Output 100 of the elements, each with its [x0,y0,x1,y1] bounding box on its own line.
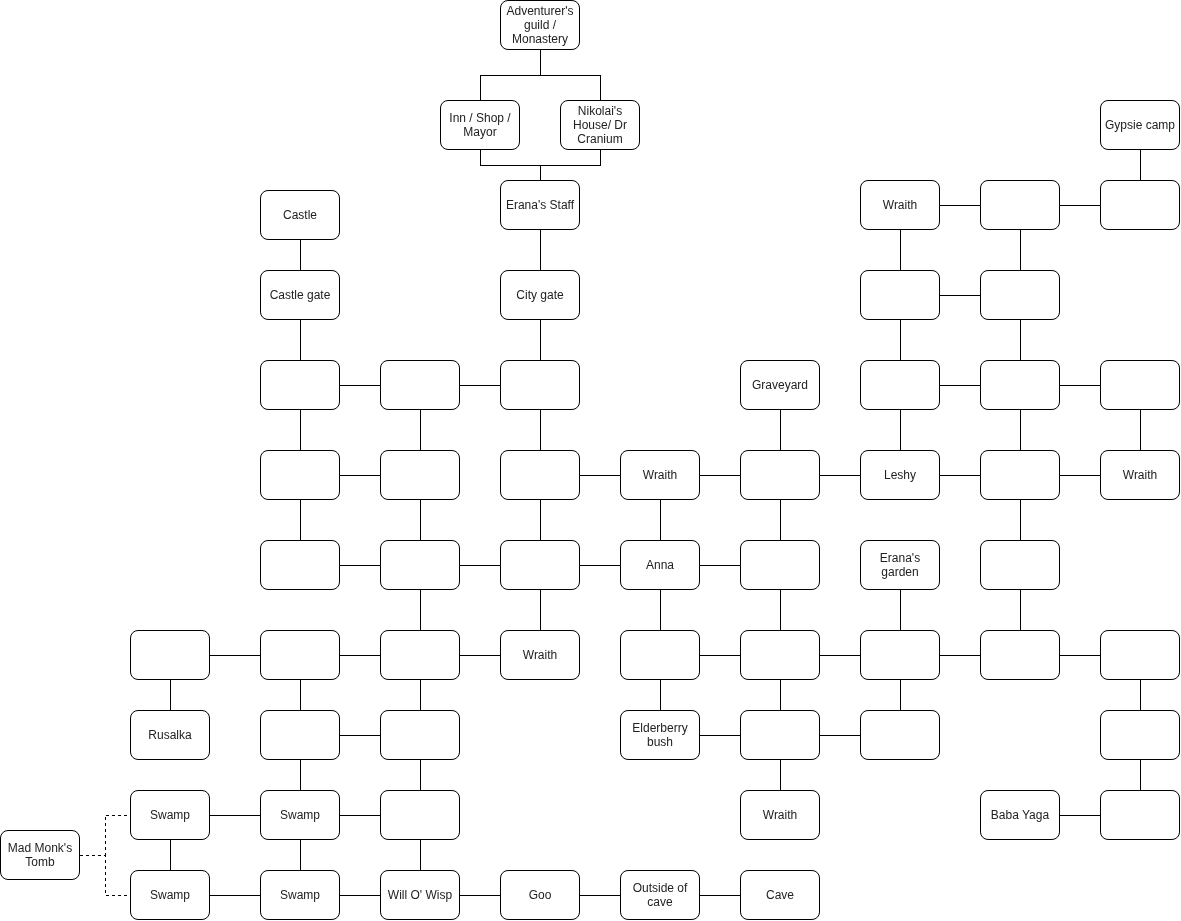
connector-line [699,734,741,736]
connector-line [209,814,261,816]
room-box [130,870,210,920]
room-box [740,630,820,680]
room-box [500,270,580,320]
connector-line [899,229,901,271]
room-box [620,710,700,760]
connector-line [1019,589,1021,631]
connector-line [339,654,381,656]
connector-line [1059,474,1101,476]
connector-line [419,409,421,451]
room-box [380,540,460,590]
room-label: Swamp [150,888,190,902]
room-box [740,710,820,760]
room-box [1100,630,1180,680]
room-box [980,790,1060,840]
room-box [130,790,210,840]
connector-line [299,839,301,871]
room-box [980,630,1060,680]
room-label: Swamp [280,888,320,902]
room-box [740,360,820,410]
room-box [380,710,460,760]
connector-line [1139,409,1141,451]
connector-line [169,679,171,711]
connector-line [539,589,541,631]
room-box [380,450,460,500]
room-box [860,540,940,590]
connector-line [659,589,661,631]
connector-line [299,679,301,711]
connector-line [209,894,261,896]
connector-line [939,204,981,206]
connector-line [539,319,541,361]
room-box [260,710,340,760]
room-box [260,360,340,410]
connector-line [779,679,781,711]
connector-line [1139,679,1141,711]
connector-line [339,564,381,566]
connector-line [819,474,861,476]
room-box [740,870,820,920]
connector-line [299,319,301,361]
connector-line [539,409,541,451]
connector-line [539,499,541,541]
connector-line [819,654,861,656]
connector-line [299,759,301,791]
connector-line [339,474,381,476]
room-label: Wraith [642,468,678,482]
room-box [740,540,820,590]
connector-line [659,679,661,711]
connector-line [339,814,381,816]
connector-line [419,679,421,711]
connector-line [779,409,781,451]
connector-line [299,239,301,271]
room-box [260,630,340,680]
room-box [260,790,340,840]
connector-line [899,319,901,361]
room-box [380,870,460,920]
connector-line [939,654,981,656]
room-label: Castle gate [269,288,331,302]
room-box [740,450,820,500]
room-box [1100,790,1180,840]
connector-line [459,384,501,386]
connector-line [1139,759,1141,791]
room-box [860,630,940,680]
room-box [260,270,340,320]
room-box [260,870,340,920]
connector-line [419,499,421,541]
connector-line [419,839,421,871]
connector-line [209,654,261,656]
connector-line [419,589,421,631]
room-box [860,270,940,320]
connector-line [779,499,781,541]
connector-line [699,564,741,566]
room-label: Erana's garden [878,551,922,579]
room-box [860,180,940,230]
room-label: Outside of cave [631,881,689,909]
connector-line [699,894,741,896]
connector-line [819,734,861,736]
room-label: Anna [646,558,674,572]
connector-line [539,49,601,101]
room-box [380,790,460,840]
room-box [500,540,580,590]
room-label: Mad Monk's Tomb [6,841,74,869]
room-box [860,450,940,500]
connector-line [1019,229,1021,271]
room-box [500,630,580,680]
connector-line [939,384,981,386]
connector-line [459,894,501,896]
room-box [980,450,1060,500]
room-label: Wraith [762,808,798,822]
room-box [560,100,640,150]
room-label: Wraith [1122,468,1158,482]
connector-line [939,294,981,296]
room-box [130,710,210,760]
room-label: Adventurer's guild / Monastery [505,4,575,46]
connector-line [1139,149,1141,181]
room-label: Swamp [280,808,320,822]
connector-line [1059,814,1101,816]
room-box [500,870,580,920]
room-box [1100,360,1180,410]
room-box [1100,100,1180,150]
